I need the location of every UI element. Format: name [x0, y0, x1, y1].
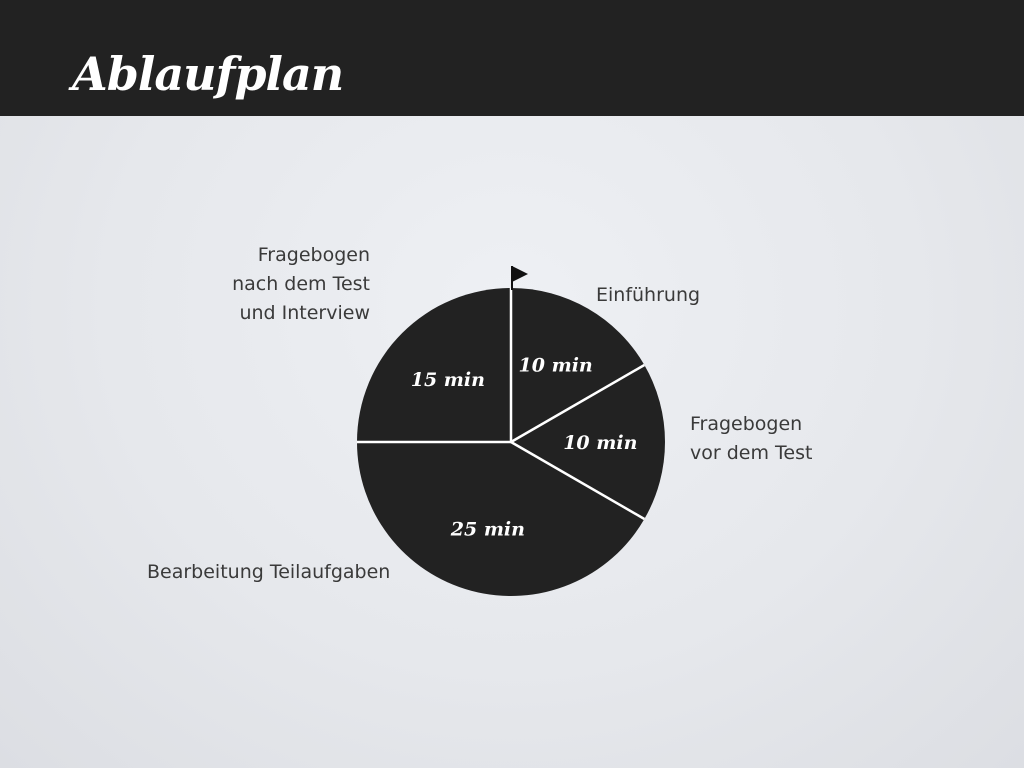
category-label-fragebogen-nach: Fragebogen nach dem Test und Interview — [232, 244, 370, 324]
category-label-fragebogen-vor: Fragebogen vor dem Test — [690, 413, 813, 464]
category-label-einfuehrung: Einführung — [596, 284, 701, 306]
pie-slices — [357, 288, 666, 597]
slice-separator — [510, 440, 645, 521]
flag-icon — [512, 266, 528, 282]
pie-slice-fragebogen-nach — [357, 288, 511, 442]
pie-value-label-einfuehrung: 10 min — [519, 355, 593, 377]
pie-value-label-bearbeitung: 25 min — [450, 518, 525, 540]
category-label-bearbeitung: Bearbeitung Teilaufgaben — [147, 561, 391, 583]
pie-slice-einfuehrung — [511, 288, 645, 442]
pie-slice-bearbeitung — [357, 442, 645, 597]
page-title: Ablaufplan — [72, 47, 344, 101]
pie-value-label-fragebogen-nach: 15 min — [411, 369, 485, 391]
header-bar: Ablaufplan — [0, 0, 1024, 116]
pie-value-labels: 10 min 10 min 25 min 15 min — [411, 355, 638, 541]
pie-separators — [357, 288, 645, 521]
slice-separator — [510, 363, 645, 444]
pie-value-label-fragebogen-vor: 10 min — [563, 432, 637, 454]
pie-slice-fragebogen-vor — [511, 365, 666, 519]
